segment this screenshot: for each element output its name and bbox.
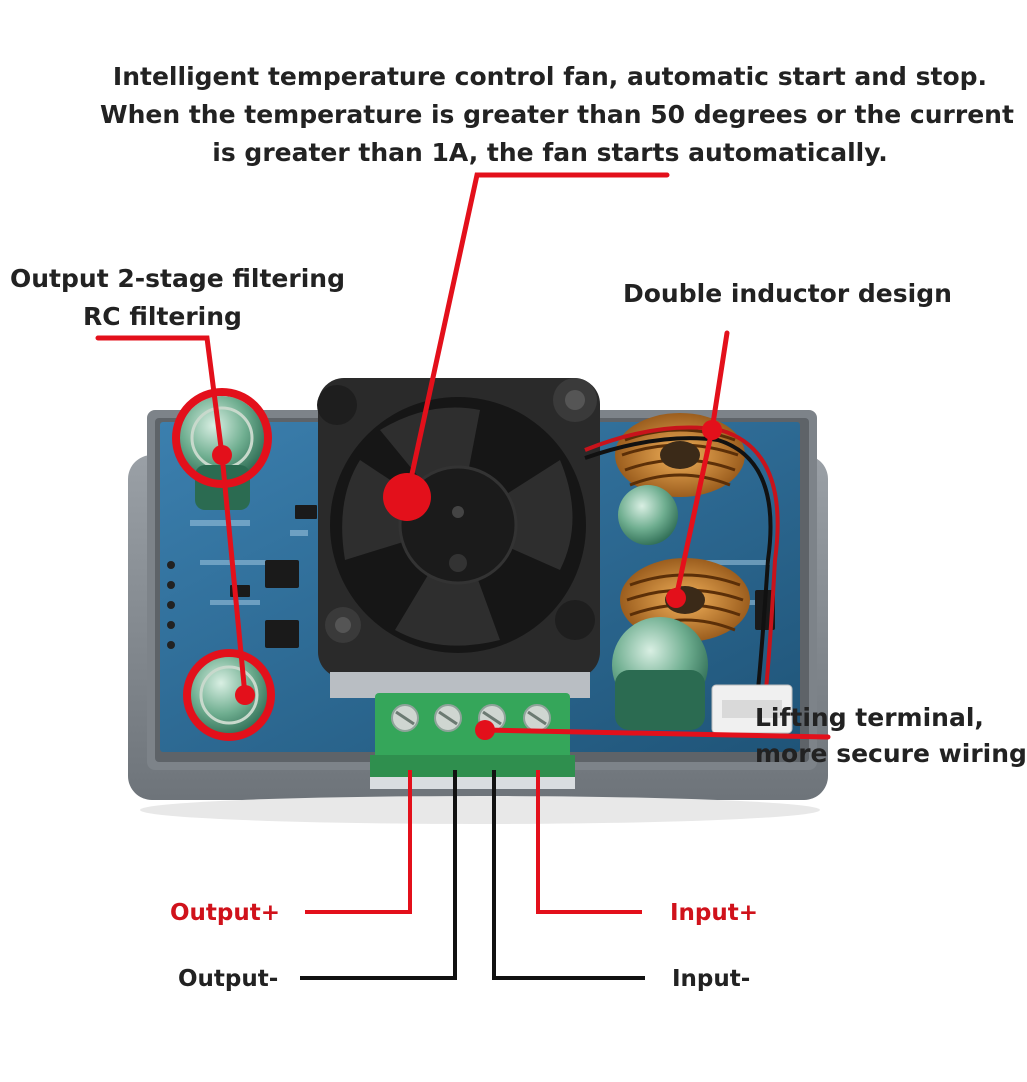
inductor-top — [615, 413, 745, 497]
output-capacitor-bottom — [189, 655, 269, 735]
output-plus-label: Output+ — [170, 900, 281, 926]
fan-connector — [711, 684, 793, 734]
terminal-note-line: more secure wiring — [755, 739, 1027, 768]
fan-annotation: Intelligent temperature control fan, aut… — [100, 58, 1014, 172]
input-minus-label: Input- — [672, 966, 751, 992]
filter-note-line: RC filtering — [83, 302, 242, 331]
input-capacitors — [612, 485, 708, 730]
fan-note-line: Intelligent temperature control fan, aut… — [112, 62, 988, 91]
filter-note-line: Output 2-stage filtering — [10, 264, 345, 293]
inductor-annotation: Double inductor design — [623, 279, 952, 308]
callouts — [95, 172, 831, 741]
terminal-annotation: Lifting terminal, more secure wiring — [755, 700, 1027, 772]
module-drawing — [95, 172, 831, 980]
output-minus-label: Output- — [178, 966, 279, 992]
product-illustration: Intelligent temperature control fan, aut… — [10, 58, 1027, 992]
terminal-block — [370, 693, 575, 789]
fan-note-line: is greater than 1A, the fan starts autom… — [212, 138, 888, 167]
fan-note-line: When the temperature is greater than 50 … — [100, 100, 1014, 129]
fan-wires — [584, 425, 780, 701]
filter-annotation: Output 2-stage filtering RC filtering — [10, 260, 345, 336]
input-plus-label: Input+ — [670, 900, 759, 926]
terminal-note-line: Lifting terminal, — [755, 703, 984, 732]
wiring-leads — [300, 770, 645, 980]
callout-dots — [212, 420, 722, 740]
cooling-fan — [317, 378, 600, 678]
